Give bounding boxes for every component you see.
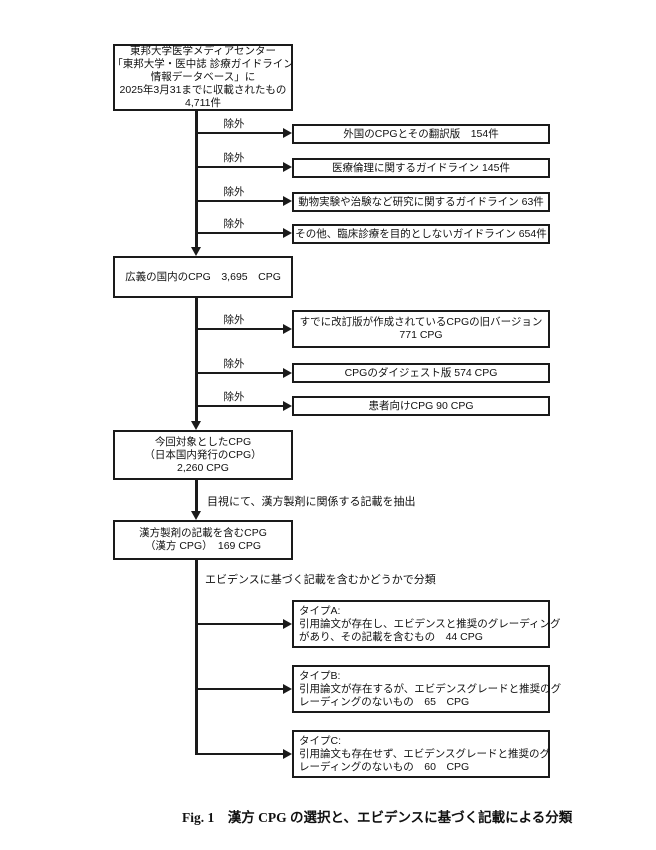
exclusion-box-text: その他、臨床診療を目的としないガイドライン 654件 [295, 227, 547, 240]
type-a-line: タイプA: [299, 604, 341, 617]
source-box-line: 4,711件 [185, 97, 221, 109]
branch-line [196, 405, 284, 407]
type-c-line: タイプC: [299, 734, 341, 747]
target-box-line: 今回対象としたCPG [154, 435, 252, 448]
exclusion-label: 除外 [223, 218, 245, 230]
kampo-box-line: （漢方 CPG） 169 CPG [144, 540, 262, 552]
arrow-right-icon [283, 128, 292, 138]
branch-line [196, 200, 284, 202]
type-b-line: タイプB: [299, 669, 341, 682]
exclusion-label: 除外 [223, 391, 245, 403]
arrow-right-icon [283, 196, 292, 206]
exclusion-label: 除外 [223, 186, 245, 198]
exclusion-box-digest-version: CPGのダイジェスト版 574 CPG [292, 363, 550, 383]
flow-line-vertical [195, 560, 198, 755]
branch-line [196, 688, 284, 690]
arrow-right-icon [283, 368, 292, 378]
branch-line [196, 328, 284, 330]
exclusion-box-text: 動物実験や治験など研究に関するガイドライン 63件 [298, 195, 544, 208]
target-box-line: （日本国内発行のCPG） [144, 448, 262, 461]
type-c-line: 引用論文も存在せず、エビデンスグレードと推奨のグ [299, 747, 551, 760]
type-b-box: タイプB: 引用論文が存在するが、エビデンスグレードと推奨のグ レーディングのな… [292, 665, 561, 713]
visual-extraction-label: 目視にて、漢方製剤に関係する記載を抽出 [207, 496, 416, 508]
target-box-line: 2,260 CPG [177, 461, 229, 474]
exclusion-box-non-clinical: その他、臨床診療を目的としないガイドライン 654件 [292, 224, 550, 244]
broad-domestic-cpg-text: 広義の国内のCPG 3,695 CPG [125, 270, 281, 283]
kampo-box-line: 漢方製剤の記載を含むCPG [139, 527, 267, 539]
branch-line [196, 753, 284, 755]
exclusion-label: 除外 [223, 314, 245, 326]
source-box-line: 「東邦大学・医中誌 診療ガイドライン [112, 58, 294, 70]
type-b-line: 引用論文が存在するが、エビデンスグレードと推奨のグ [299, 682, 562, 695]
branch-line [196, 232, 284, 234]
type-c-box: タイプC: 引用論文も存在せず、エビデンスグレードと推奨のグ レーディングのない… [292, 730, 550, 778]
exclusion-box-medical-ethics: 医療倫理に関するガイドライン 145件 [292, 158, 550, 178]
branch-line [196, 372, 284, 374]
exclusion-box-text: CPGのダイジェスト版 574 CPG [344, 366, 498, 379]
type-a-line: があり、その記載を含むもの 44 CPG [299, 630, 483, 643]
exclusion-box-old-versions: すでに改訂版が作成されているCPGの旧バージョン 771 CPG [292, 310, 550, 348]
arrow-right-icon [283, 324, 292, 334]
flow-line-vertical [195, 480, 198, 512]
broad-domestic-cpg-box: 広義の国内のCPG 3,695 CPG [113, 256, 293, 298]
arrow-right-icon [283, 401, 292, 411]
arrow-right-icon [283, 162, 292, 172]
arrow-down-icon [191, 421, 201, 430]
source-box-line: 情報データベース」に [150, 71, 256, 83]
exclusion-box-patient-cpg: 患者向けCPG 90 CPG [292, 396, 550, 416]
exclusion-label: 除外 [223, 358, 245, 370]
exclusion-box-foreign-cpg: 外国のCPGとその翻訳版 154件 [292, 124, 550, 144]
arrow-right-icon [283, 619, 292, 629]
arrow-right-icon [283, 228, 292, 238]
source-box-line: 東邦大学医学メディアセンター [129, 45, 277, 57]
arrow-right-icon [283, 749, 292, 759]
flow-line-vertical [195, 298, 198, 422]
arrow-down-icon [191, 511, 201, 520]
branch-line [196, 623, 284, 625]
figure-caption: Fig. 1 漢方 CPG の選択と、エビデンスに基づく記載による分類 [182, 810, 573, 825]
exclusion-box-line: 771 CPG [399, 329, 443, 341]
exclusion-label: 除外 [223, 152, 245, 164]
branch-line [196, 132, 284, 134]
exclusion-box-text: 患者向けCPG 90 CPG [368, 399, 474, 412]
arrow-right-icon [283, 684, 292, 694]
type-a-line: 引用論文が存在し、エビデンスと推奨のグレーディング [299, 617, 561, 630]
type-c-line: レーディングのないもの 60 CPG [299, 760, 470, 773]
source-database-box: 東邦大学医学メディアセンター 「東邦大学・医中誌 診療ガイドライン 情報データベ… [112, 44, 294, 111]
exclusion-box-text: 医療倫理に関するガイドライン 145件 [332, 161, 510, 174]
arrow-down-icon [191, 247, 201, 256]
target-cpg-box: 今回対象としたCPG （日本国内発行のCPG） 2,260 CPG [113, 430, 293, 480]
flow-line-vertical [195, 110, 198, 248]
exclusion-box-text: 外国のCPGとその翻訳版 154件 [343, 127, 499, 140]
type-b-line: レーディングのないもの 65 CPG [299, 695, 470, 708]
exclusion-label: 除外 [223, 118, 245, 130]
source-box-line: 2025年3月31までに収載されたもの [119, 84, 287, 96]
exclusion-box-animal-research: 動物実験や治験など研究に関するガイドライン 63件 [292, 192, 550, 212]
type-a-box: タイプA: 引用論文が存在し、エビデンスと推奨のグレーディング があり、その記載… [292, 600, 561, 648]
branch-line [196, 166, 284, 168]
exclusion-box-line: すでに改訂版が作成されているCPGの旧バージョン [299, 316, 543, 328]
evidence-classification-label: エビデンスに基づく記載を含むかどうかで分類 [205, 574, 436, 586]
kampo-cpg-box: 漢方製剤の記載を含むCPG （漢方 CPG） 169 CPG [113, 520, 293, 560]
